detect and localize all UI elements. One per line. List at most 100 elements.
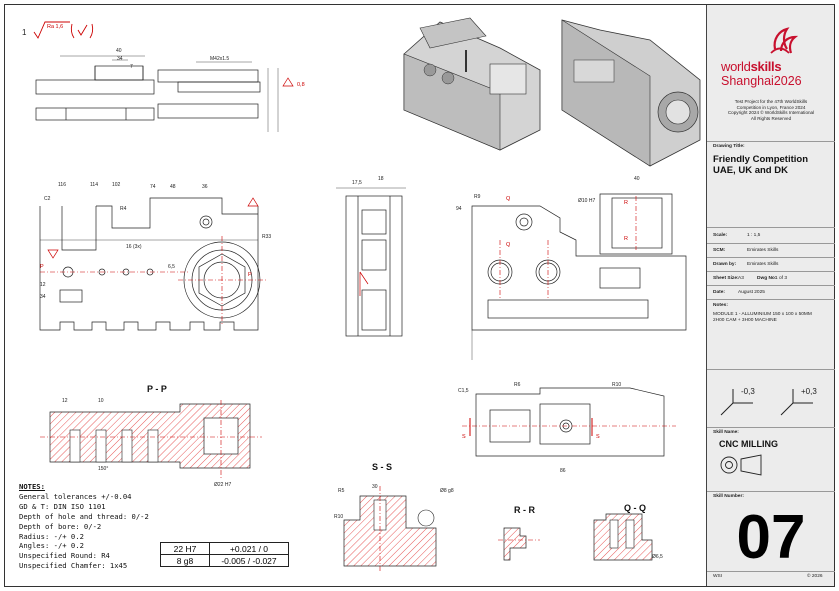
dim-text: R4 xyxy=(120,206,127,212)
dim-text: 74 xyxy=(150,184,156,190)
sheet-size-value: A3 xyxy=(738,276,744,281)
note-line: Radius: -/+ 0.2 xyxy=(19,531,84,541)
dim-text: Ø22 H7 xyxy=(214,482,231,488)
section-mark-r: R xyxy=(624,236,628,242)
dim-text: 18 xyxy=(378,176,384,182)
fit-cell: 22 H7 xyxy=(160,542,210,555)
section-ss xyxy=(343,486,437,572)
tolerance-positive: +0,3 xyxy=(801,387,817,396)
section-mark-q: Q xyxy=(506,242,511,248)
notes-heading: NOTES: xyxy=(19,482,45,491)
dim-text: 6,5 xyxy=(168,264,175,270)
note-line: Depth of bore: 0/-2 xyxy=(19,521,102,531)
deviation-cell: -0.005 / -0.027 xyxy=(209,554,289,567)
section-qq xyxy=(593,513,653,561)
note-line: GD & T: DIN ISO 1101 xyxy=(19,501,106,511)
dim-text: 17,5 xyxy=(352,180,362,186)
divider xyxy=(707,257,835,258)
dim-text: Ø8 g8 xyxy=(440,488,454,494)
scale-label: Scale: xyxy=(713,233,728,238)
dim-text: 94 xyxy=(456,206,462,212)
note-line: Depth of hole and thread: 0/-2 xyxy=(19,511,149,521)
notes-line: MODULE 1 - ALLUMINIUM 150 x 100 x 50MM xyxy=(713,312,812,317)
dim-text: Ø6,5 xyxy=(652,554,663,560)
dim-text: 86 xyxy=(560,468,566,474)
roughness-symbol xyxy=(33,21,94,39)
footer-right: © 2026 xyxy=(807,574,823,579)
deviation-cell: +0.021 / 0 xyxy=(209,542,289,555)
view-label-ss: S - S xyxy=(372,462,393,472)
roughness-prefix: 1 xyxy=(22,28,27,37)
drawing-title-label: Drawing Title: xyxy=(713,144,745,149)
divider xyxy=(707,227,835,228)
section-pp xyxy=(40,400,262,478)
roughness-value: 0,8 xyxy=(297,82,305,88)
divider xyxy=(707,491,835,492)
note-line: Unspecified Chamfer: 1x45 xyxy=(19,561,128,571)
sheet-size-label: Sheet Size: xyxy=(713,276,739,281)
scm-label: SCM: xyxy=(713,248,726,253)
date-label: Date: xyxy=(713,290,725,295)
dim-text: R10 xyxy=(612,382,621,388)
skill-name-label: Skill Name: xyxy=(713,430,739,435)
logo-skills: skills xyxy=(750,59,782,74)
drawing-title-line: Friendly Competition xyxy=(713,154,808,165)
side-view xyxy=(336,187,406,337)
dim-text: 34 xyxy=(117,56,123,62)
right-view xyxy=(471,193,687,360)
scale-value: 1 : 1,5 xyxy=(747,233,761,238)
divider xyxy=(707,285,835,286)
tolerance-symbols-icon xyxy=(720,389,813,416)
drawing-title: Friendly Competition UAE, UK and DK xyxy=(713,154,808,176)
note-line: General tolerances +/-0.04 xyxy=(19,491,132,501)
dim-text: 48 xyxy=(170,184,176,190)
competition-info: Test Project for the 47th WorldSkills Co… xyxy=(711,99,831,121)
notes-label: Notes: xyxy=(713,303,728,308)
fit-cell: 8 g8 xyxy=(160,554,210,567)
logo-wordmark: worldskills xyxy=(721,59,782,74)
section-mark-s: S xyxy=(462,434,466,440)
divider xyxy=(707,427,835,428)
divider xyxy=(707,243,835,244)
dim-text: 16 (3x) xyxy=(126,244,142,250)
divider xyxy=(707,369,835,370)
front-view xyxy=(39,197,261,331)
dim-text: 150° xyxy=(98,466,108,472)
dim-text: M42x1.5 xyxy=(210,56,229,62)
general-notes: NOTES: General tolerances +/-0.04 GD & T… xyxy=(19,482,149,571)
view-label-qq: Q - Q xyxy=(624,503,646,513)
divider xyxy=(707,141,835,142)
date-value: August 2025 xyxy=(738,290,765,295)
drawn-by-value: Emirates Skills xyxy=(747,262,779,267)
dim-text: 34 xyxy=(40,294,46,300)
skill-number-label: Skill Number: xyxy=(713,494,744,499)
info-line: Copyright 2024 © WorldSkills Internation… xyxy=(727,110,815,116)
table-row: 8 g8 -0.005 / -0.027 xyxy=(160,554,289,567)
scm-value: Emirates Skills xyxy=(747,248,779,253)
dim-text: 36 xyxy=(202,184,208,190)
dim-text: 12 xyxy=(62,398,68,404)
divider xyxy=(707,571,835,572)
dwg-no-label: Dwg No: xyxy=(757,276,777,281)
skill-number: 07 xyxy=(736,503,806,572)
bottom-right-view xyxy=(475,387,665,457)
dim-text: 102 xyxy=(112,182,121,188)
side-view-left xyxy=(157,61,279,132)
title-block: worldskills Shanghai2026 Test Project fo… xyxy=(706,5,835,586)
dim-text: 12 xyxy=(40,282,46,288)
dim-text: R10 xyxy=(334,514,343,520)
note-line: Unspecified Round: R4 xyxy=(19,551,110,561)
dim-text: R9 xyxy=(474,194,481,200)
section-mark-q: Q xyxy=(506,196,511,202)
section-rr xyxy=(498,527,540,561)
skill-name: CNC MILLING xyxy=(719,439,778,449)
drawing-title-line: UAE, UK and DK xyxy=(713,165,788,176)
notes-line: 2H00 CAM + 3H00 MACHINE xyxy=(713,318,777,323)
section-mark-r: R xyxy=(624,200,628,206)
table-row: 22 H7 +0.021 / 0 xyxy=(160,542,289,555)
iso-view-1 xyxy=(403,17,541,151)
dim-text: R6 xyxy=(514,382,521,388)
dim-text: R5 xyxy=(338,488,345,494)
